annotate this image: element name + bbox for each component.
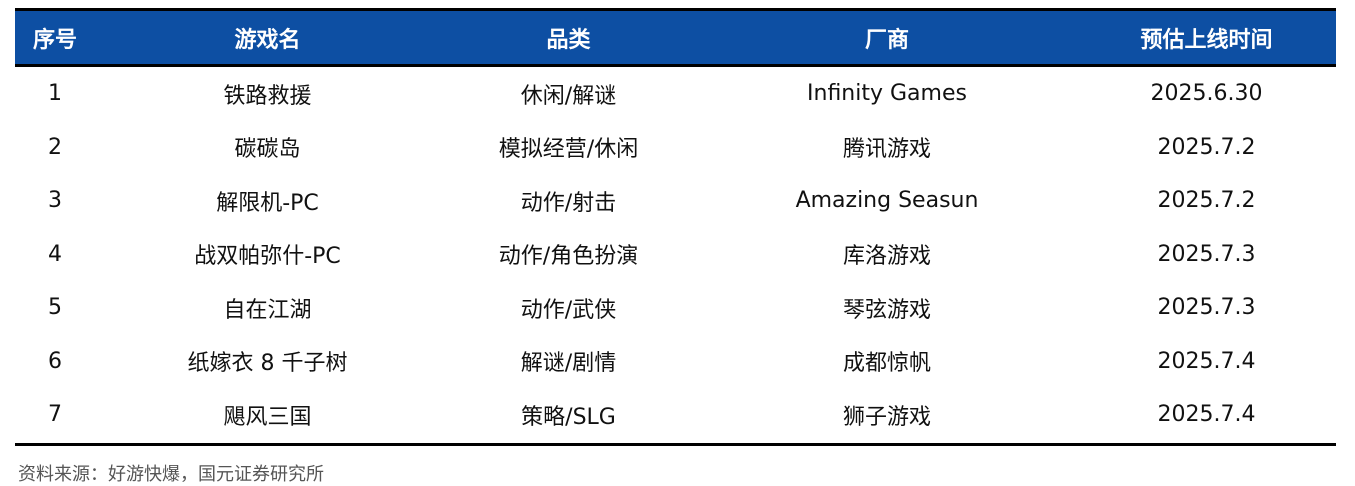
row-index: 5 [48, 295, 62, 321]
release-date: 2025.7.2 [1157, 134, 1256, 160]
source-note: 资料来源：好游快爆，国元证券研究所 [18, 464, 324, 485]
release-date: 2025.7.2 [1157, 188, 1256, 214]
publisher: Infinity Games [807, 81, 967, 107]
game-name: 飓风三国 [223, 404, 312, 430]
table-header-row: 序号 游戏名 品类 厂商 预估上线时间 [15, 11, 1336, 64]
category: 动作/武侠 [520, 297, 617, 323]
publisher: 库洛游戏 [842, 244, 931, 270]
game-name: 战双帕弥什-PC [194, 244, 341, 270]
category: 解谜/剧情 [520, 351, 617, 377]
category: 模拟经营/休闲 [498, 137, 639, 163]
game-name: 碳碳岛 [234, 137, 301, 163]
header-divider [15, 64, 1336, 67]
game-name: 自在江湖 [223, 297, 312, 323]
row-index: 6 [48, 348, 62, 374]
row-index: 1 [48, 81, 62, 107]
game-name: 纸嫁衣 8 千子树 [187, 351, 348, 377]
category: 策略/SLG [521, 404, 616, 430]
header-game-name: 游戏名 [234, 27, 301, 53]
publisher: 狮子游戏 [842, 404, 931, 430]
publisher: 琴弦游戏 [842, 297, 931, 323]
release-date: 2025.6.30 [1150, 81, 1263, 107]
release-date: 2025.7.3 [1157, 241, 1256, 267]
row-index: 4 [48, 241, 62, 267]
table-row: 6 纸嫁衣 8 千子树 解谜/剧情 成都惊帆 2025.7.4 [15, 335, 1336, 389]
publisher: Amazing Seasun [795, 188, 979, 214]
header-publisher: 厂商 [864, 27, 909, 53]
header-category: 品类 [546, 27, 591, 53]
table-row: 4 战双帕弥什-PC 动作/角色扮演 库洛游戏 2025.7.3 [15, 228, 1336, 282]
table-row: 3 解限机-PC 动作/射击 Amazing Seasun 2025.7.2 [15, 174, 1336, 228]
table-row: 1 铁路救援 休闲/解谜 Infinity Games 2025.6.30 [15, 67, 1336, 121]
game-name: 铁路救援 [223, 83, 312, 109]
category: 动作/角色扮演 [498, 244, 639, 270]
row-index: 3 [48, 188, 62, 214]
row-index: 2 [48, 134, 62, 160]
row-index: 7 [48, 402, 62, 428]
game-name: 解限机-PC [216, 190, 319, 216]
category: 动作/射击 [520, 190, 617, 216]
release-date: 2025.7.4 [1157, 402, 1256, 428]
table-row: 7 飓风三国 策略/SLG 狮子游戏 2025.7.4 [15, 388, 1336, 442]
table-row: 5 自在江湖 动作/武侠 琴弦游戏 2025.7.3 [15, 281, 1336, 335]
publisher: 成都惊帆 [842, 351, 931, 377]
table-row: 2 碳碳岛 模拟经营/休闲 腾讯游戏 2025.7.2 [15, 121, 1336, 175]
release-date: 2025.7.4 [1157, 348, 1256, 374]
header-release-date: 预估上线时间 [1140, 27, 1273, 53]
release-date: 2025.7.3 [1157, 295, 1256, 321]
header-index: 序号 [32, 27, 77, 53]
table-bottom-border [15, 442, 1336, 446]
publisher: 腾讯游戏 [842, 137, 931, 163]
category: 休闲/解谜 [520, 83, 617, 109]
game-release-table: 序号 游戏名 品类 厂商 预估上线时间 1 铁路救援 休闲/解谜 Infinity G… [15, 8, 1336, 446]
table-top-border [15, 8, 1336, 11]
